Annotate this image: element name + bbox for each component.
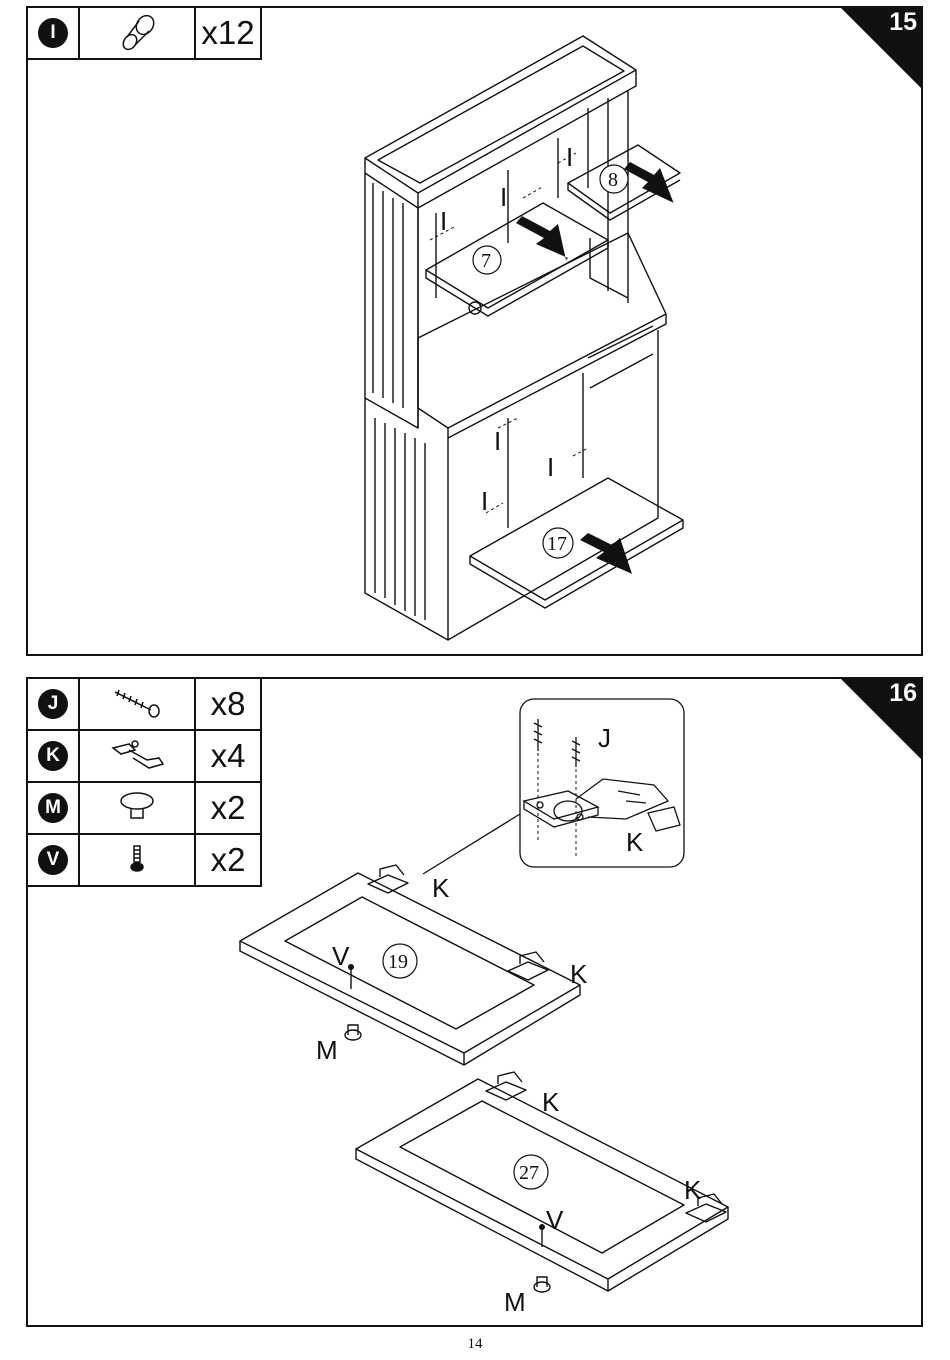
label-m: M <box>504 1287 526 1317</box>
panel-callout-7: 7 <box>481 250 491 272</box>
door-callout-27: 27 <box>519 1162 539 1184</box>
door-callout-19: 19 <box>388 951 408 973</box>
part-label-i: I <box>566 142 573 172</box>
part-label-i: I <box>500 182 507 212</box>
door-hinge-illustration: J K 19 K K V M <box>28 679 923 1327</box>
part-label-i: I <box>547 452 554 482</box>
label-j: J <box>598 723 611 753</box>
label-k: K <box>626 827 644 857</box>
page-number: 14 <box>0 1336 950 1353</box>
part-label-i: I <box>494 426 501 456</box>
part-label-i: I <box>440 206 447 236</box>
part-label-i: I <box>481 486 488 516</box>
step-15-panel: I x12 15 <box>26 6 923 656</box>
panel-callout-8: 8 <box>608 169 618 191</box>
hutch-cabinet-illustration: 8 7 17 I I I I I I <box>28 8 923 656</box>
label-k: K <box>684 1175 702 1205</box>
step-16-panel: J x8 K <box>26 677 923 1327</box>
label-v: V <box>546 1205 564 1235</box>
label-k: K <box>542 1087 560 1117</box>
panel-callout-17: 17 <box>547 533 567 555</box>
label-k: K <box>570 959 588 989</box>
label-k: K <box>432 873 450 903</box>
label-m: M <box>316 1035 338 1065</box>
label-v: V <box>332 941 350 971</box>
